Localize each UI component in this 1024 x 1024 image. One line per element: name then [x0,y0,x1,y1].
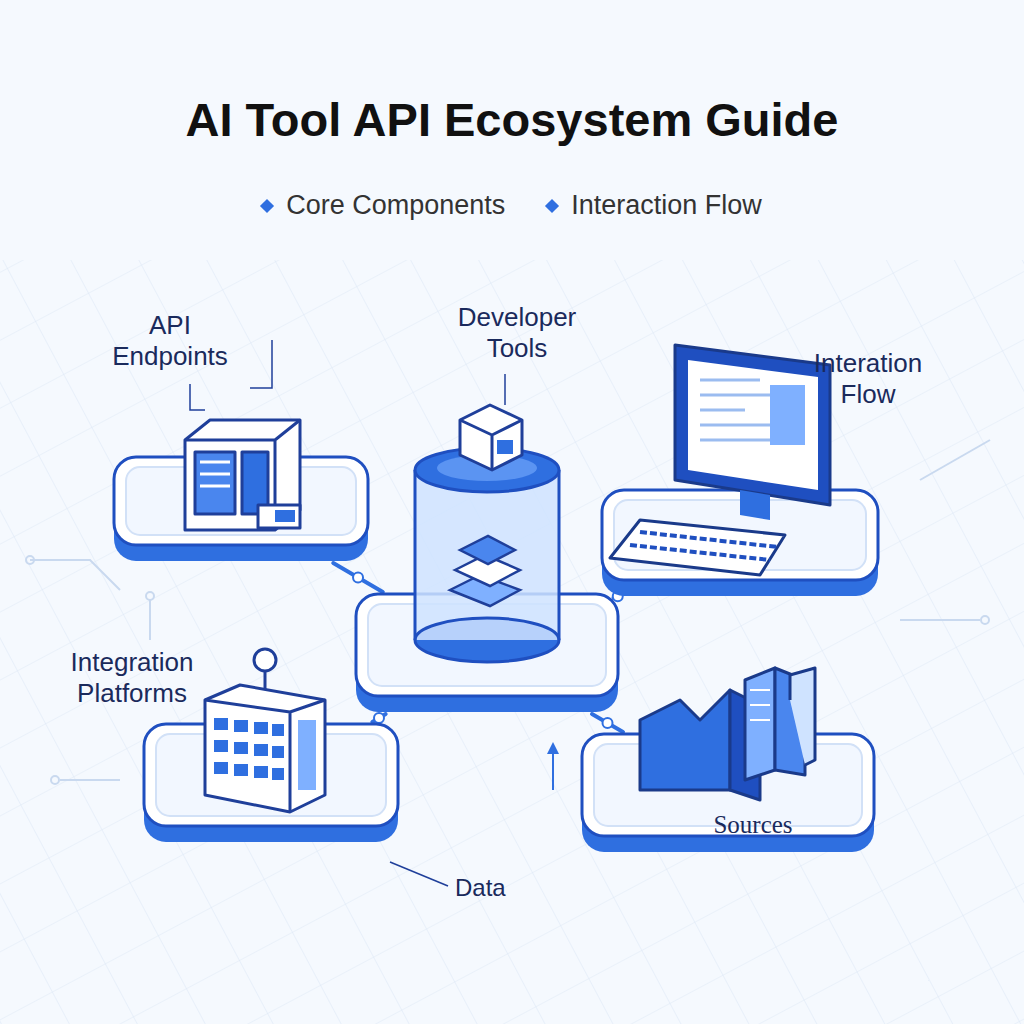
platform-outline [352,592,622,714]
server-icon [185,420,300,530]
subtitle-row: Core Components Interaction Flow [0,190,1024,221]
connector-line [333,563,383,592]
cylinder-icon [415,405,559,662]
component-label: API Endpoints [90,310,250,372]
diagram-title: AI Tool API Ecosystem Guide [0,92,1024,147]
bullet-diamond [545,198,559,212]
platform-outline [110,455,372,563]
platform-node: API Endpoints [110,455,372,563]
connector-dot [603,718,613,728]
subtitle-item: Interaction Flow [547,190,762,221]
platform-node: Sources [578,732,878,854]
subtitle-text: Interaction Flow [571,190,762,221]
platform-inset [126,467,356,535]
platform-node: Integration Platforms [140,722,402,844]
connector-dot [374,713,384,723]
platform-label: Sources [713,810,792,840]
platform-top [356,594,618,696]
platform-inset [368,604,606,686]
bullet-diamond [260,198,274,212]
platform-node: Interation Flow [598,488,882,598]
monitor-icon [610,345,830,575]
component-label: Interation Flow [788,348,948,410]
component-label: Developer Tools [432,302,602,364]
component-label: Integration Platforms [42,647,222,709]
connector-line [372,714,385,722]
subtitle-text: Core Components [286,190,505,221]
data-chart-icon [640,668,815,800]
platform-inset [156,734,386,816]
subtitle-item: Core Components [262,190,505,221]
leader-lines [190,340,505,886]
building-icon [205,649,325,812]
connector-line [592,714,623,732]
platform-top [602,490,878,580]
platform-node: Developer Tools [352,592,622,714]
callout-label: Data [455,874,506,902]
platform-inset [614,500,866,570]
connector-dot [353,573,363,583]
flow-arrow [547,742,559,790]
platform-top [114,457,368,545]
platform-top [144,724,398,826]
platform-outline [140,722,402,844]
platform-outline [598,488,882,598]
